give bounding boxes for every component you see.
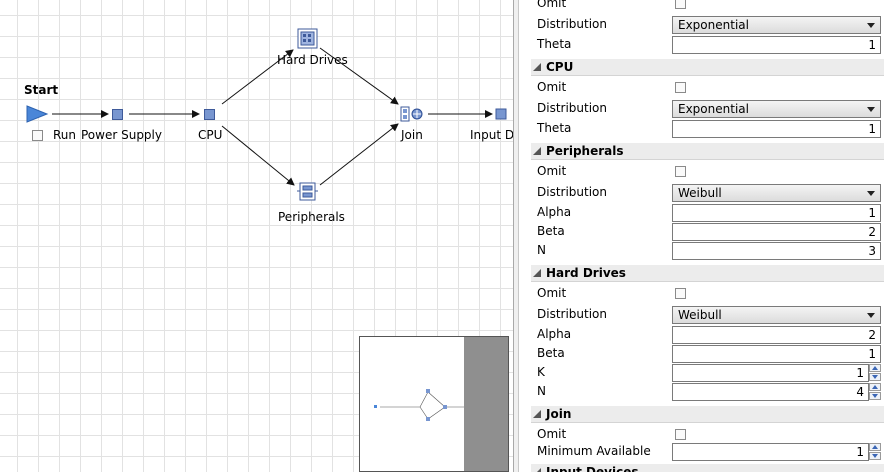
minimap-viewport-shade (464, 337, 508, 471)
spin-up-icon[interactable] (869, 383, 881, 391)
panel-splitter[interactable] (513, 0, 519, 472)
cpu-node[interactable] (204, 109, 215, 120)
input-devices-label: Input D (470, 128, 513, 142)
run-label: Run (53, 128, 77, 142)
power-supply-label: Power Supply (81, 128, 162, 142)
power-supply-node[interactable] (112, 109, 123, 120)
section-title: Input Devices (546, 465, 639, 472)
section-title: CPU (546, 60, 574, 74)
distribution-dropdown[interactable]: Exponential (672, 16, 881, 34)
collapse-triangle-icon (533, 147, 541, 155)
distribution-dropdown[interactable]: Weibull (672, 184, 881, 202)
diagram-canvas[interactable]: Start Run Power Supply CPU Hard Drives P… (0, 0, 513, 472)
peripherals-label: Peripherals (278, 210, 345, 224)
collapse-triangle-icon (533, 269, 541, 277)
collapse-triangle-icon (533, 63, 541, 71)
alpha-input[interactable]: 2 (672, 326, 881, 344)
theta-label: Theta (537, 121, 572, 135)
omit-label: Omit (537, 286, 567, 300)
join-icon[interactable] (400, 106, 423, 122)
theta-input[interactable]: 1 (672, 120, 881, 138)
distribution-dropdown[interactable]: Weibull (672, 306, 881, 324)
cpu-label: CPU (198, 128, 223, 142)
beta-label: Beta (537, 224, 565, 238)
beta-input[interactable]: 2 (672, 223, 881, 241)
spin-up-icon[interactable] (869, 364, 881, 372)
k-input[interactable]: 1 (672, 364, 869, 382)
omit-checkbox[interactable] (675, 429, 686, 440)
distribution-label: Distribution (537, 185, 608, 199)
distribution-label: Distribution (537, 17, 608, 31)
edge-periph-join (319, 123, 399, 186)
distribution-value: Exponential (678, 102, 749, 116)
dropdown-arrow-icon (867, 191, 875, 196)
dropdown-arrow-icon (867, 107, 875, 112)
section-join[interactable]: Join (531, 406, 884, 423)
alpha-label: Alpha (537, 205, 572, 219)
properties-panel: Omit Distribution Exponential Theta 1 CP… (519, 0, 884, 472)
omit-label: Omit (537, 80, 567, 94)
edge-cpu-periph (221, 125, 295, 186)
edge-hd-join (319, 47, 399, 105)
section-hard-drives[interactable]: Hard Drives (531, 265, 884, 282)
omit-checkbox[interactable] (675, 166, 686, 177)
omit-label: Omit (537, 164, 567, 178)
omit-checkbox[interactable] (675, 0, 686, 9)
dropdown-arrow-icon (867, 23, 875, 28)
distribution-label: Distribution (537, 101, 608, 115)
n-input[interactable]: 3 (672, 242, 881, 260)
spin-down-icon[interactable] (869, 392, 881, 400)
edge-cpu-hd (221, 49, 294, 105)
distribution-dropdown[interactable]: Exponential (672, 100, 881, 118)
start-label: Start (24, 83, 59, 97)
distribution-value: Weibull (678, 308, 722, 322)
section-peripherals[interactable]: Peripherals (531, 143, 884, 160)
spin-down-icon[interactable] (869, 452, 881, 460)
run-checkbox[interactable] (32, 130, 43, 141)
grid-icon[interactable] (297, 28, 318, 49)
distribution-value: Exponential (678, 18, 749, 32)
minimum-available-input[interactable]: 1 (672, 443, 869, 461)
collapse-triangle-icon (533, 410, 541, 418)
play-icon[interactable] (26, 105, 49, 123)
theta-input[interactable]: 1 (672, 36, 881, 54)
n-spinner[interactable] (869, 383, 881, 401)
alpha-label: Alpha (537, 327, 572, 341)
minimum-available-spinner[interactable] (869, 443, 881, 461)
dropdown-arrow-icon (867, 313, 875, 318)
beta-label: Beta (537, 346, 565, 360)
distribution-label: Distribution (537, 307, 608, 321)
spin-up-icon[interactable] (869, 443, 881, 451)
alpha-input[interactable]: 1 (672, 204, 881, 222)
connectors (26, 28, 507, 201)
collapse-triangle-icon (533, 468, 541, 472)
beta-input[interactable]: 1 (672, 345, 881, 363)
section-cpu[interactable]: CPU (531, 59, 884, 76)
join-label: Join (401, 128, 423, 142)
section-title: Peripherals (546, 144, 624, 158)
minimum-available-label: Minimum Available (537, 444, 651, 458)
minimap[interactable] (359, 336, 509, 472)
omit-label: Omit (537, 427, 567, 441)
k-spinner[interactable] (869, 364, 881, 382)
n-label: N (537, 384, 546, 398)
omit-checkbox[interactable] (675, 82, 686, 93)
omit-label: Omit (537, 0, 567, 10)
k-label: K (537, 365, 545, 379)
section-input-devices[interactable]: Input Devices (531, 464, 884, 472)
n-input[interactable]: 4 (672, 383, 869, 401)
omit-checkbox[interactable] (675, 288, 686, 299)
section-title: Hard Drives (546, 266, 626, 280)
section-title: Join (546, 407, 572, 421)
hard-drives-label: Hard Drives (277, 53, 348, 67)
theta-label: Theta (537, 37, 572, 51)
spin-down-icon[interactable] (869, 373, 881, 381)
distribution-value: Weibull (678, 186, 722, 200)
parallel-icon[interactable] (297, 182, 318, 201)
n-label: N (537, 243, 546, 257)
input-devices-node-icon[interactable] (495, 108, 507, 120)
